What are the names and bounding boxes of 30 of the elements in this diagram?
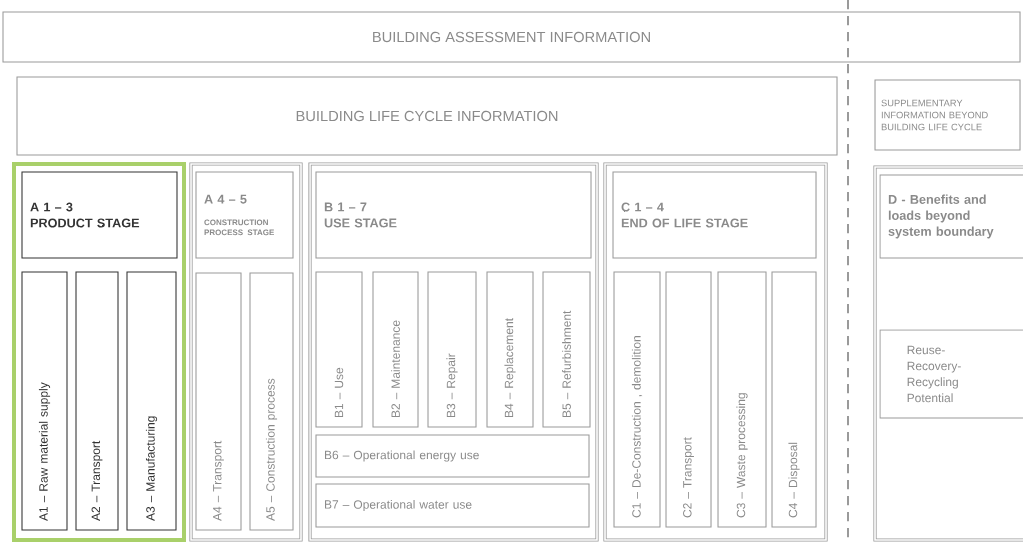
title-box: BUILDING LIFE CYCLE INFORMATION xyxy=(16,76,838,156)
module-box: A2 – Transport xyxy=(75,271,119,531)
title-box: BUILDING ASSESSMENT INFORMATION xyxy=(2,11,1021,63)
stage-header-box: A 1 – 3 PRODUCT STAGE xyxy=(21,171,178,259)
module-box: A4 – Transport xyxy=(195,272,242,531)
module-box: C3 – Waste processing xyxy=(717,271,767,528)
stage-frame xyxy=(308,162,599,542)
module-box: C2 – Transport xyxy=(665,271,712,528)
stage-frame xyxy=(189,162,303,542)
module-box: A5 – Construction process xyxy=(249,272,294,531)
module-box: C1 – De-Construction , demolition xyxy=(613,271,661,528)
module-box: B7 – Operational water use xyxy=(315,483,590,528)
stage-header-box: D - Benefits and loads beyond system boundary xyxy=(879,174,1023,259)
module-box: A1 – Raw material supply xyxy=(21,271,68,531)
stage-frame xyxy=(873,165,1023,542)
module-box: B1 – Use xyxy=(315,271,363,428)
module-box: Reuse- Recovery- Recycling Potential xyxy=(879,329,1023,419)
stage-header-box: A 4 – 5 CONSTRUCTION PROCESS STAGE xyxy=(195,171,294,259)
module-box: B5 – Refurbishment xyxy=(542,271,591,428)
stage-frame xyxy=(12,162,186,542)
stage-header-box: C 1 – 4 END OF LIFE STAGE xyxy=(612,171,817,259)
module-box: B3 – Repair xyxy=(427,271,477,428)
module-box: B2 – Maintenance xyxy=(372,271,419,428)
stage-frame xyxy=(603,162,828,542)
module-box: A3 – Manufacturing xyxy=(126,271,177,531)
module-box: B4 – Replacement xyxy=(486,271,534,428)
stage-header-box: B 1 – 7 USE STAGE xyxy=(315,171,592,259)
info-box: SUPPLEMENTARY INFORMATION BEYOND BUILDING LIFE CYCLE xyxy=(874,79,1021,151)
module-box: B6 – Operational energy use xyxy=(315,434,590,478)
module-box: C4 – Disposal xyxy=(771,271,817,528)
